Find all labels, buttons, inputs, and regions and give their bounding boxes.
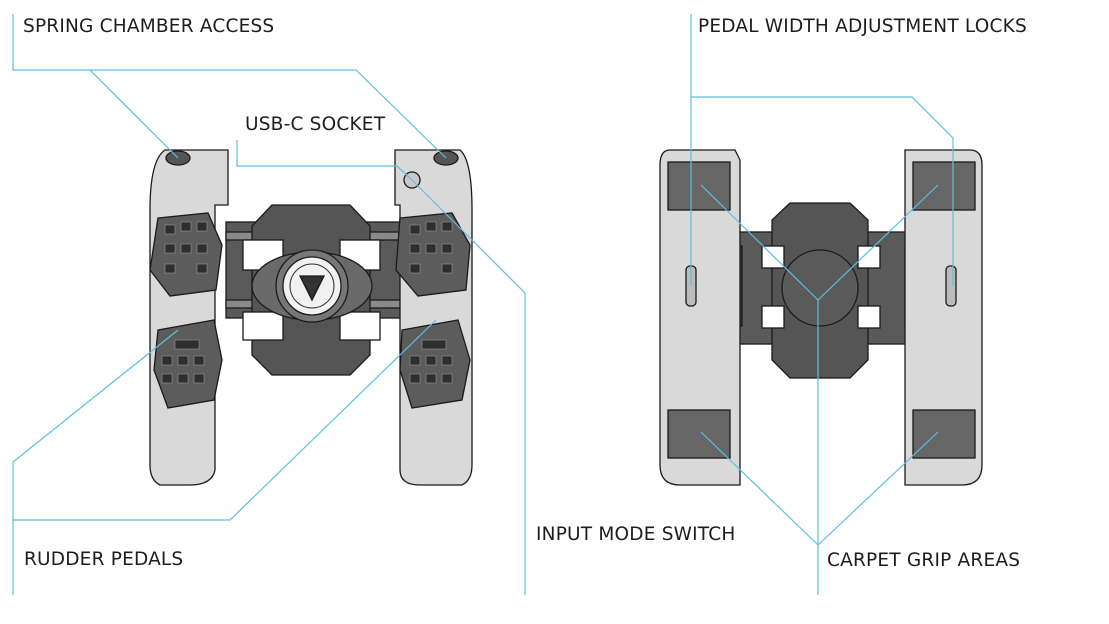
right-pedal-bottom [904, 149, 983, 486]
callout-rudder-left [12, 329, 179, 595]
callout-carpet-2 [817, 184, 939, 301]
left-pedal-top [149, 149, 229, 486]
callout-lines [12, 14, 954, 595]
right-pedal-top [394, 149, 473, 486]
label-input-mode-switch: INPUT MODE SWITCH [536, 524, 736, 545]
callout-spring-right [90, 69, 447, 159]
callout-spring-left [12, 14, 179, 159]
carpet-grip-bottom-right [912, 409, 976, 459]
callout-carpet-4 [817, 431, 939, 546]
callout-width-right [691, 96, 954, 286]
top-view-device [149, 149, 473, 486]
callout-input-mode [411, 179, 526, 595]
pad-buttons [161, 221, 453, 384]
callout-carpet-1 [700, 184, 819, 301]
carpet-grip-top-right [912, 161, 976, 211]
callout-usb [236, 140, 413, 181]
label-usb-c-socket: USB-C SOCKET [245, 114, 386, 135]
label-rudder-pedals: RUDDER PEDALS [24, 549, 184, 570]
bottom-view-device [659, 149, 983, 486]
carpet-grip-top-left [667, 161, 731, 211]
callout-rudder-right [13, 319, 437, 521]
left-pedal-bottom [659, 149, 741, 486]
label-carpet-grip-areas: CARPET GRIP AREAS [827, 550, 1021, 571]
callout-carpet-3 [700, 431, 819, 546]
width-lock-right [945, 265, 957, 307]
carpet-grip-bottom-left [667, 409, 731, 459]
label-spring-chamber-access: SPRING CHAMBER ACCESS [23, 16, 275, 37]
label-pedal-width-adjustment-locks: PEDAL WIDTH ADJUSTMENT LOCKS [698, 16, 1027, 37]
